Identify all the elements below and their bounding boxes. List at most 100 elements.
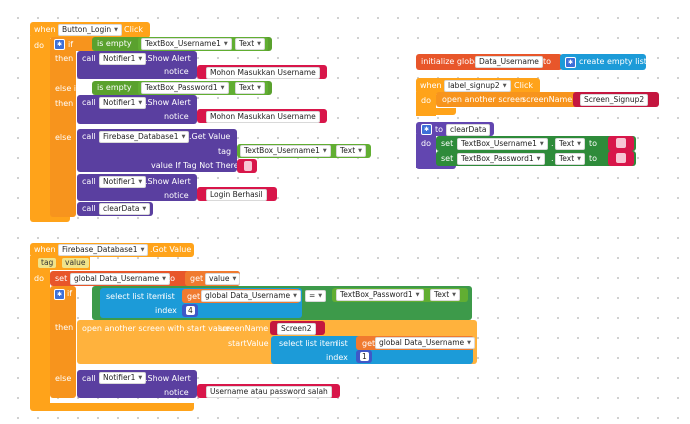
if-else-block-2[interactable] <box>50 286 76 398</box>
property-dropdown-text[interactable]: Text▼ <box>555 153 586 165</box>
operator-dropdown-eq[interactable]: =▼ <box>305 290 327 302</box>
empty-string-value[interactable] <box>616 138 626 148</box>
component-dropdown-textbox-password[interactable]: TextBox_Password1▼ <box>457 153 545 165</box>
then-label: then <box>55 99 74 108</box>
component-dropdown-textbox-password[interactable]: TextBox_Password1▼ <box>141 82 229 94</box>
list-label: list <box>336 339 348 348</box>
global-var-name[interactable]: Data_Username <box>475 56 543 68</box>
global-var-name: global Data_Username <box>74 274 160 283</box>
call-label: call <box>82 204 96 213</box>
property-dropdown-text[interactable]: Text▼ <box>430 289 461 301</box>
property-name: Text <box>559 154 575 163</box>
local-var-dropdown[interactable]: value▼ <box>205 273 241 285</box>
chevron-down-icon: ▼ <box>467 340 472 346</box>
property-dropdown-text[interactable]: Text▼ <box>336 145 367 157</box>
notice-label: notice <box>164 388 189 397</box>
property-dropdown-text[interactable]: Text▼ <box>235 38 266 50</box>
then-label: then <box>55 323 74 332</box>
screen-name-label: screenName <box>218 324 269 333</box>
string-value[interactable]: Username atau password salah <box>206 386 332 398</box>
component-dropdown-textbox-username[interactable]: TextBox_Username1▼ <box>457 138 548 150</box>
component-dropdown-textbox-password[interactable]: TextBox_Password1▼ <box>336 289 424 301</box>
call-label: call <box>82 132 96 141</box>
show-alert-label: .Show Alert <box>145 177 191 186</box>
param-tag[interactable]: tag <box>38 258 57 268</box>
component-dropdown-firebase[interactable]: Firebase_Database1▼ <box>58 244 149 256</box>
when-label: when <box>34 25 56 34</box>
number-value[interactable]: 4 <box>186 306 195 315</box>
if-else-block[interactable] <box>50 37 76 217</box>
if-label: if <box>68 40 74 49</box>
number-value[interactable]: 1 <box>360 352 369 361</box>
component-dropdown-button-login[interactable]: Button_Login▼ <box>58 24 122 36</box>
gear-icon[interactable]: ✱ <box>54 39 65 50</box>
string-value[interactable]: Mohon Masukkan Username <box>206 67 320 79</box>
string-value[interactable]: Mohon Masukkan Username <box>206 111 320 123</box>
event-firebase-body <box>30 268 50 408</box>
string-value[interactable]: Screen2 <box>277 323 316 335</box>
procedure-clear-data-bottom <box>416 162 456 169</box>
component-name: Firebase_Database1 <box>62 245 138 254</box>
component-name: Notifier1 <box>103 177 136 186</box>
get-label: get <box>187 292 201 301</box>
gear-icon[interactable]: ✱ <box>54 289 65 300</box>
procedure-name[interactable]: clearData <box>446 124 491 136</box>
component-dropdown-textbox-username[interactable]: TextBox_Username1▼ <box>240 145 331 157</box>
set-label: set <box>441 139 454 148</box>
screen-name-label: screenName <box>522 95 573 104</box>
is-empty-label: is empty <box>97 83 132 92</box>
call-label: call <box>82 177 96 186</box>
param-value[interactable]: value <box>62 258 89 268</box>
global-var-dropdown[interactable]: global Data_Username▼ <box>70 273 171 285</box>
chevron-down-icon: ▼ <box>220 85 225 91</box>
property-dropdown-text[interactable]: Text▼ <box>235 82 266 94</box>
component-dropdown-notifier[interactable]: Notifier1▼ <box>99 53 147 65</box>
index-label: index <box>155 306 177 315</box>
gear-icon[interactable]: ✱ <box>421 124 432 135</box>
empty-string-value[interactable] <box>616 153 626 163</box>
component-dropdown-textbox-username[interactable]: TextBox_Username1▼ <box>141 38 232 50</box>
do-label: do <box>421 96 431 105</box>
component-dropdown-notifier[interactable]: Notifier1▼ <box>99 97 147 109</box>
component-dropdown-label-signup2[interactable]: label_signup2▼ <box>444 80 511 92</box>
chevron-down-icon: ▼ <box>577 141 582 147</box>
empty-string-value[interactable] <box>244 161 252 171</box>
component-dropdown-notifier[interactable]: Notifier1▼ <box>99 372 147 384</box>
component-name: Button_Login <box>62 25 112 34</box>
chevron-down-icon: ▼ <box>577 156 582 162</box>
select-list-item-label: select list item <box>106 292 165 301</box>
chevron-down-icon: ▼ <box>142 206 147 212</box>
chevron-down-icon: ▼ <box>138 100 143 106</box>
chevron-down-icon: ▼ <box>536 156 541 162</box>
procedure-dropdown-clear-data[interactable]: clearData▼ <box>99 203 151 215</box>
component-name: TextBox_Username1 <box>461 139 537 148</box>
global-var-dropdown[interactable]: global Data_Username▼ <box>375 337 476 349</box>
chevron-down-icon: ▼ <box>257 85 262 91</box>
list-label: list <box>163 292 175 301</box>
component-dropdown-firebase[interactable]: Firebase_Database1▼ <box>99 131 190 143</box>
chevron-down-icon: ▼ <box>539 141 544 147</box>
string-value[interactable]: Login Berhasil <box>206 189 267 201</box>
property-name: Text <box>239 39 255 48</box>
component-dropdown-notifier[interactable]: Notifier1▼ <box>99 176 147 188</box>
show-alert-label: .Show Alert <box>145 54 191 63</box>
set-label: set <box>55 274 68 283</box>
property-name: Text <box>340 146 356 155</box>
chevron-down-icon: ▼ <box>138 56 143 62</box>
component-name: label_signup2 <box>448 81 500 90</box>
global-var-dropdown[interactable]: global Data_Username▼ <box>201 290 302 302</box>
event-button-login-body <box>30 36 50 218</box>
property-dropdown-text[interactable]: Text▼ <box>555 138 586 150</box>
open-screen-label: open another screen <box>442 95 525 104</box>
to-proc-label: to <box>435 125 444 134</box>
component-name: TextBox_Username1 <box>145 39 221 48</box>
create-empty-list-block[interactable] <box>560 54 646 70</box>
chevron-down-icon: ▼ <box>257 41 262 47</box>
gear-icon[interactable]: ✱ <box>565 57 576 68</box>
component-name: Notifier1 <box>103 98 136 107</box>
notice-label: notice <box>164 112 189 121</box>
get-value-label: .Get Value <box>189 132 231 141</box>
string-value[interactable]: Screen_Signup2 <box>580 94 649 106</box>
notice-label: notice <box>164 191 189 200</box>
else-if-label: else if <box>55 84 79 93</box>
